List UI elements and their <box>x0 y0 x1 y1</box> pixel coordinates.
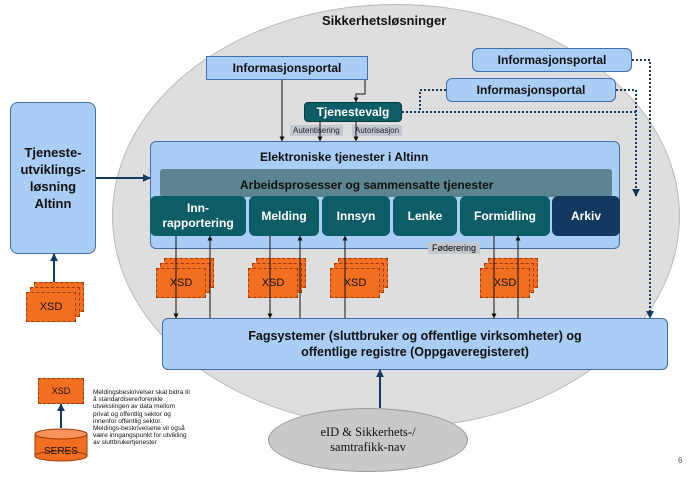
innrapportering-line2: rapportering <box>162 216 234 230</box>
legend-seres-database <box>34 428 88 462</box>
service-innrapportering: Inn-rapportering <box>150 196 246 236</box>
legend-note: Meldingsbeskrivelser skal bidra til å st… <box>93 389 243 447</box>
information-portal-right-bottom: Informasjonsportal <box>446 78 616 102</box>
note-line: være inngangspunkt for utvikling <box>93 432 187 440</box>
note-line: Meldingsbeskrivelser skal bidra til <box>93 389 190 396</box>
service-lenke: Lenke <box>393 196 457 236</box>
note-line: utvekslingen av data mellom <box>93 403 176 411</box>
service-development-box: Tjeneste- utviklings- løsning Altinn <box>10 102 96 254</box>
work-processes-title: Arbeidsprosesser og sammensatte tjeneste… <box>240 178 494 192</box>
xsd-document-1: XSD <box>156 268 206 298</box>
database-icon <box>34 428 88 462</box>
service-melding: Melding <box>249 196 319 236</box>
business-systems-line2: offentlige registre (Oppgaveregisteret) <box>301 345 529 359</box>
xsd-document-left: XSD <box>26 292 76 322</box>
note-line: innenfor offentlig sektor. <box>93 417 162 425</box>
authentication-label: Autentisering <box>290 125 343 136</box>
eid-line1: eID & Sikkerhets-/ <box>320 425 416 439</box>
dev-line1: Tjeneste- <box>24 145 82 160</box>
electronic-services-title: Elektroniske tjenester i Altinn <box>260 150 429 164</box>
service-selection-box: Tjenestevalg <box>304 102 402 122</box>
note-line: av sluttbrukertjenester <box>93 439 157 447</box>
eid-security-ellipse: eID & Sikkerhets-/ samtrafikk-nav <box>268 408 468 472</box>
authorization-label: Autorisasjon <box>352 125 403 136</box>
service-formidling: Formidling <box>460 196 550 236</box>
information-portal-right-top: Informasjonsportal <box>472 48 632 72</box>
federation-label: Føderering <box>428 242 481 254</box>
dev-line4: Altinn <box>34 196 72 211</box>
xsd-document-3: XSD <box>330 268 380 298</box>
legend-seres-label: SERES <box>44 446 78 457</box>
note-line: å standardisere/forenkle <box>93 396 163 404</box>
dev-line3: løsning <box>29 179 77 194</box>
dev-line2: utviklings- <box>20 162 86 177</box>
innrapportering-line1: Inn- <box>187 201 209 215</box>
information-portal-center: Informasjonsportal <box>206 56 368 80</box>
service-innsyn: Innsyn <box>322 196 390 236</box>
note-line: Meldings-beskrivelsene vil også <box>93 425 185 433</box>
xsd-document-2: XSD <box>248 268 298 298</box>
work-processes-bar <box>160 169 612 197</box>
eid-line2: samtrafikk-nav <box>330 440 406 454</box>
security-solutions-title: Sikkerhetsløsninger <box>322 13 447 28</box>
business-systems-box: Fagsystemer (sluttbruker og offentlige v… <box>162 318 668 370</box>
note-line: privat og offentlig sektor og <box>93 410 171 418</box>
xsd-document-4: XSD <box>480 268 530 298</box>
legend-xsd-document: XSD <box>38 378 84 404</box>
page-number: 6 <box>678 456 683 465</box>
business-systems-line1: Fagsystemer (sluttbruker og offentlige v… <box>248 329 582 343</box>
service-arkiv: Arkiv <box>552 196 620 236</box>
